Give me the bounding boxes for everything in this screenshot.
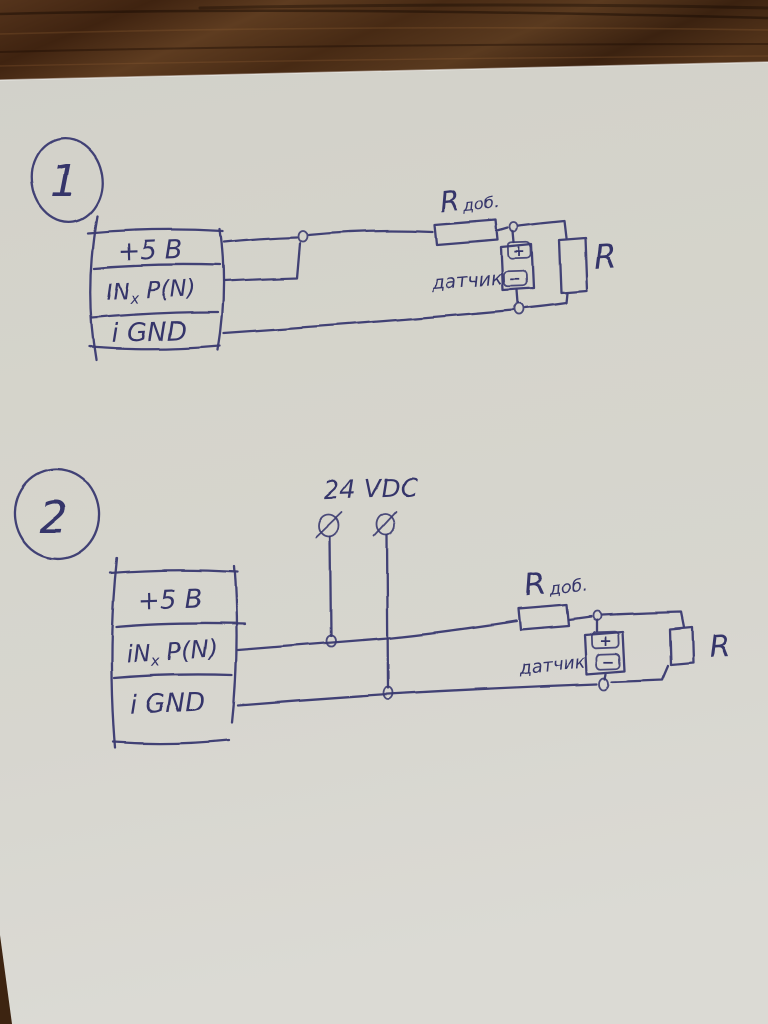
wire2-supply-plus-drop	[328, 534, 333, 638]
circuit2-number: 2	[40, 492, 68, 543]
sensor-minus-terminal-1	[502, 269, 529, 288]
wire1-plus5v-to-junction	[222, 235, 299, 244]
wire1-sensor-to-bottom	[515, 288, 520, 305]
sensor-box-2	[583, 630, 627, 676]
sensor-box-1	[499, 242, 536, 292]
supply-terminal-right-slash	[373, 510, 398, 537]
paper-sheet	[0, 62, 768, 1024]
rdob-label-2: Rдоб.	[522, 560, 589, 603]
block2-divider-1	[114, 622, 247, 629]
sensor-plus-sign-1: +	[513, 242, 526, 260]
supply-terminal-left-slash	[315, 511, 343, 538]
block1-row-gnd: i GND	[111, 317, 187, 350]
circuit1-number: 1	[50, 156, 78, 207]
wire2-input-run	[236, 619, 518, 652]
sensor-plus-terminal-2	[590, 630, 621, 650]
wire1-input-to-junction	[222, 241, 302, 283]
block1-divider-1	[92, 263, 222, 270]
block2-row-input: iNx P(N)	[125, 635, 219, 672]
load-resistor-2	[668, 625, 695, 667]
circuit2-number-badge	[13, 467, 101, 561]
resistor-rdob-1	[433, 218, 500, 247]
load-resistor-label-1: R	[592, 236, 618, 277]
paper-top-edge	[0, 61, 768, 81]
block2-top-edge	[108, 569, 239, 575]
block1-divider-2	[90, 310, 220, 320]
sensor-plus-terminal-1	[506, 240, 533, 260]
terminal-block-2: +5 В iNx P(N) i GND	[108, 556, 247, 750]
sensor-minus-sign-2: −	[603, 653, 616, 671]
sensor-minus-terminal-2	[595, 652, 622, 671]
wood-grain-lines	[0, 3, 768, 67]
wire1-junction-to-rdob	[307, 229, 435, 237]
block2-left-edge	[110, 556, 119, 750]
resistor-rdob-2	[516, 603, 571, 632]
block2-divider-2	[112, 673, 234, 680]
junction3-bottom	[513, 302, 525, 316]
junction1-top	[297, 229, 309, 243]
sensor-plus-sign-2: +	[600, 632, 613, 650]
circuit1-number-badge	[30, 137, 104, 223]
wire2-rdob-to-junction	[567, 615, 593, 622]
junction-bottom-2	[598, 677, 610, 691]
wire2-junction-to-r	[600, 610, 686, 629]
wire1-bottom-to-r	[523, 291, 569, 310]
block1-row-input: INx P(N)	[105, 276, 196, 310]
block2-row-5v: +5 В	[137, 584, 202, 616]
load-resistor-label-2: R	[708, 628, 732, 665]
rdob-label-1: Rдоб.	[438, 179, 500, 219]
wire1-rdob-to-junction2	[496, 226, 510, 233]
block1-right-edge	[216, 227, 225, 352]
circuit-1: 1 +5 В INx P(N) i GND Rдоб.	[30, 137, 618, 362]
wire2-bottom-to-r	[610, 664, 670, 684]
sensor-minus-sign-1: −	[509, 270, 522, 288]
block1-bottom-edge	[87, 344, 222, 351]
supply-label-24vdc: 24 VDC	[324, 472, 419, 504]
block2-row-gnd: i GND	[129, 688, 205, 721]
block1-row-5v: +5 В	[117, 235, 182, 267]
junction-supply-plus	[325, 634, 337, 648]
wire1-junction2-to-r	[517, 219, 568, 240]
wire1-gnd-return	[222, 308, 515, 335]
block2-right-edge	[230, 564, 238, 724]
block2-bottom-edge	[111, 738, 231, 745]
wire1-junction2-to-sensor	[511, 229, 516, 244]
wire2-gnd-return	[236, 682, 599, 707]
load-resistor-1	[557, 236, 589, 295]
wire2-supply-minus-drop	[385, 533, 390, 690]
block1-top-edge	[86, 228, 225, 235]
terminal-block-1: +5 В INx P(N) i GND	[86, 214, 225, 362]
